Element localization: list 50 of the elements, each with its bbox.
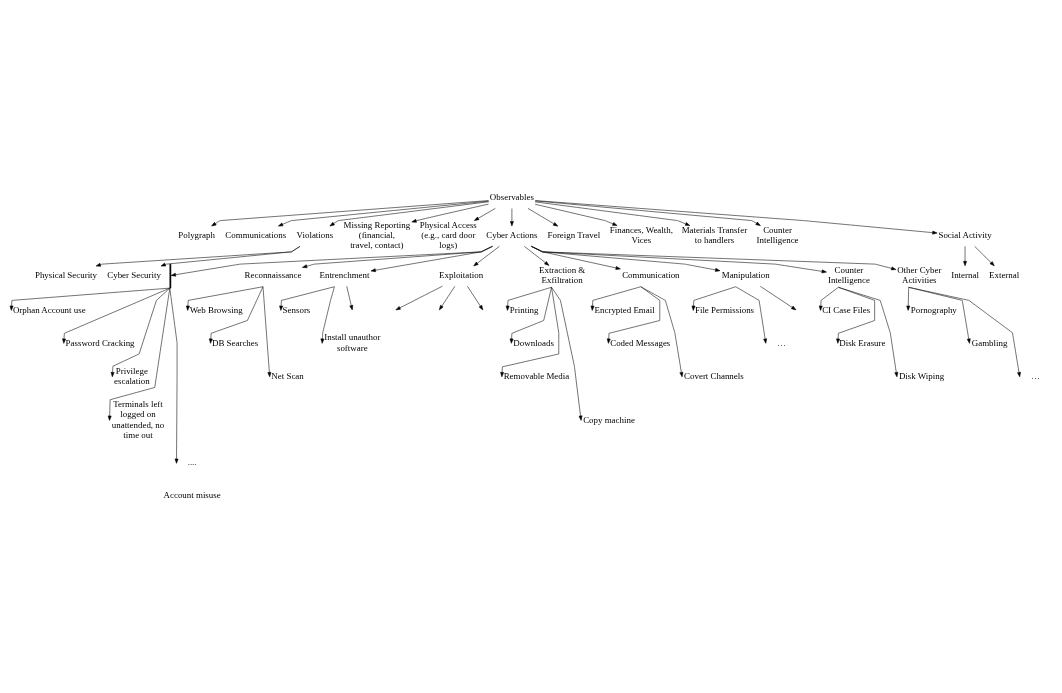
node-text: Reconnaissance: [244, 269, 302, 280]
node-text: Physical Access (e.g., card door logs): [419, 219, 477, 250]
node-text: Counter Intelligence: [756, 224, 799, 245]
node-text: ....: [187, 456, 197, 467]
node-text: Terminals left logged on unattended, no time out: [111, 398, 165, 440]
node-text: Counter Intelligence: [827, 264, 870, 285]
label: Account misuse: [163, 489, 221, 500]
node-text: Covert Channels: [684, 370, 744, 381]
node-text: Foreign Travel: [547, 229, 601, 240]
node-text: Printing: [509, 304, 539, 315]
node-text: Pornography: [910, 304, 957, 315]
node-text: Copy machine: [583, 414, 635, 425]
node-text: Internal: [951, 269, 979, 280]
node-text: DB Searches: [211, 336, 259, 347]
node-text: Encrypted Email: [594, 304, 655, 315]
node-text: CI Case Files: [822, 304, 871, 315]
node-text: …: [776, 336, 786, 347]
node-text: Missing Reporting (financial, travel, contact): [343, 219, 411, 250]
node-text: Password Cracking: [65, 336, 135, 347]
node-text: Other Cyber Activities: [897, 264, 942, 285]
node-text: Coded Messages: [610, 336, 671, 347]
node-text: Disk Erasure: [839, 336, 886, 347]
node-text: …: [1030, 370, 1040, 381]
node-text: Removable Media: [503, 370, 570, 381]
node-text: Exploitation: [439, 269, 484, 280]
node-text: Manipulation: [721, 269, 770, 280]
node-text: Privilege escalation: [114, 365, 150, 386]
node-text: Cyber Security: [107, 269, 161, 280]
node-text: Install unauthor software: [324, 331, 381, 353]
node-text: Finances, Wealth, Vices: [609, 224, 673, 245]
node-text: File Permissions: [694, 304, 755, 315]
node-text: Entrenchment: [319, 269, 370, 280]
node-text: Web Browsing: [189, 304, 243, 315]
node-text: Cyber Actions: [486, 229, 538, 240]
node-text: Physical Security: [34, 269, 98, 280]
node-text: Social Activity: [938, 229, 992, 240]
node-text: Net Scan: [271, 370, 304, 381]
node-text: Materials Transfer to handlers: [681, 224, 748, 245]
node-text: Extraction & Exfiltration: [539, 264, 586, 285]
node-text: Observables: [489, 191, 534, 202]
node-text: Sensors: [282, 304, 311, 315]
node-text: Orphan Account use: [12, 304, 86, 315]
node-text: Communication: [622, 269, 680, 280]
node-text: Disk Wiping: [898, 370, 945, 381]
node-text: Polygraph: [178, 229, 215, 240]
node-text: Downloads: [513, 336, 554, 347]
node-text: Violations: [296, 229, 334, 240]
node-text: External: [989, 269, 1020, 280]
node-text: Communications: [225, 229, 287, 240]
node-text: Gambling: [971, 336, 1008, 347]
